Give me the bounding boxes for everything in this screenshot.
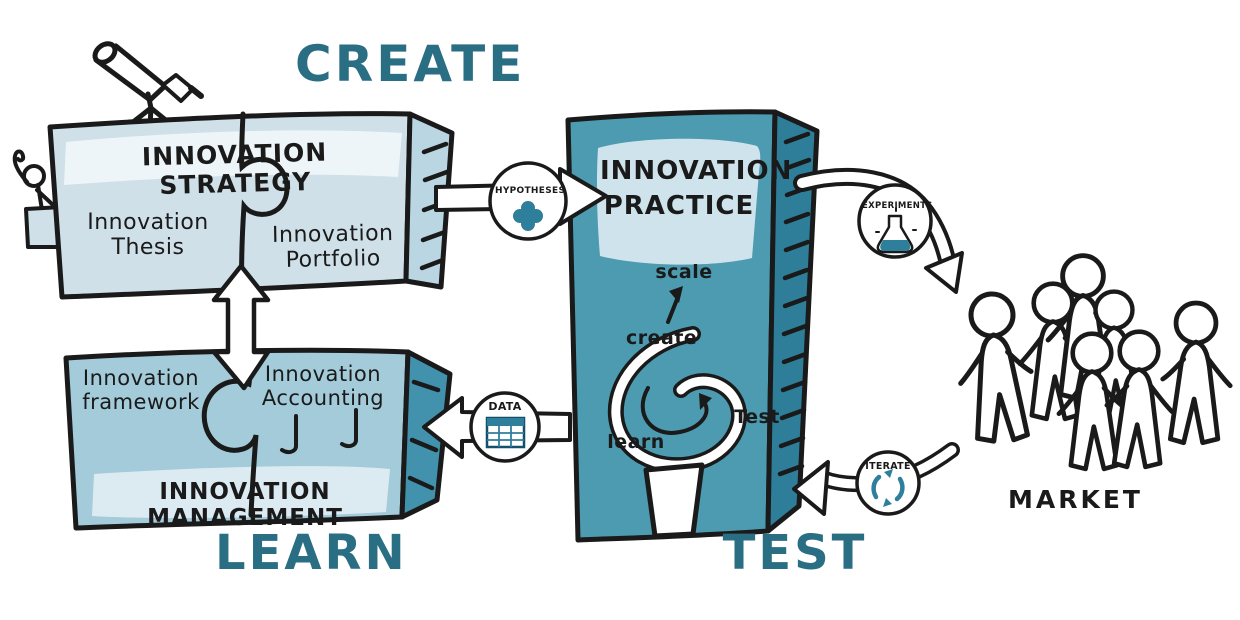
iterate-arrowhead	[792, 460, 830, 516]
management-box-title: INNOVATION MANAGEMENT	[147, 479, 343, 532]
experiments-flow	[793, 168, 964, 294]
iterate-badge-label: ITERATE	[865, 461, 911, 472]
cup-icon	[643, 462, 705, 539]
presenter-figure-icon	[12, 149, 64, 249]
hypotheses-badge-label: HYPOTHESES	[495, 186, 566, 196]
strategy-title-band	[64, 130, 402, 185]
hypotheses-flow	[434, 161, 608, 241]
loop-inner-arrowhead	[699, 393, 712, 410]
data-badge-label: DATA	[488, 400, 522, 413]
telescope-icon	[92, 41, 204, 129]
management-edge-hatches	[407, 379, 441, 491]
cycle-arrows-icon	[871, 469, 905, 507]
practice-title-band	[596, 138, 761, 265]
iterate-flow	[792, 442, 960, 516]
loop-word-create: create	[626, 327, 698, 349]
crowd-icon	[955, 256, 1231, 469]
strategy-box	[47, 111, 455, 300]
data-flow	[422, 391, 572, 463]
stage-title-learn: LEARN	[215, 525, 408, 581]
loop-word-scale: scale	[655, 261, 713, 283]
puzzle-piece-joint	[239, 111, 290, 299]
stage-title-test: TEST	[722, 525, 868, 581]
strategy-item-thesis: Innovation Thesis	[87, 210, 209, 261]
loop-word-learn: learn	[607, 431, 665, 453]
loop-word-test: Test	[734, 406, 780, 428]
management-item-accounting: Innovation Accounting	[261, 362, 385, 411]
management-box	[63, 347, 453, 531]
scale-arrowhead	[669, 286, 683, 303]
spreadsheet-icon	[485, 416, 526, 449]
strategy-item-portfolio: Innovation Portfolio	[271, 220, 394, 274]
stage-title-create: CREATE	[295, 35, 526, 93]
management-item-framework: Innovation framework	[82, 366, 200, 415]
experiments-arrowhead	[924, 251, 964, 294]
experiments-badge-label: EXPERIMENTS	[862, 201, 933, 211]
market-label: MARKET	[1008, 485, 1143, 514]
accounting-doodle	[280, 408, 358, 455]
strategy-management-double-arrow	[211, 263, 271, 391]
practice-edge-hatches	[777, 131, 812, 477]
management-title-band	[92, 466, 390, 519]
practice-box	[565, 109, 820, 543]
strategy-box-title: INNOVATION STRATEGY	[141, 137, 328, 200]
iterate-badge	[855, 450, 921, 516]
flask-icon	[875, 207, 917, 254]
puzzle-blob-icon	[513, 201, 543, 231]
practice-box-title: INNOVATION PRACTICE	[600, 156, 793, 222]
